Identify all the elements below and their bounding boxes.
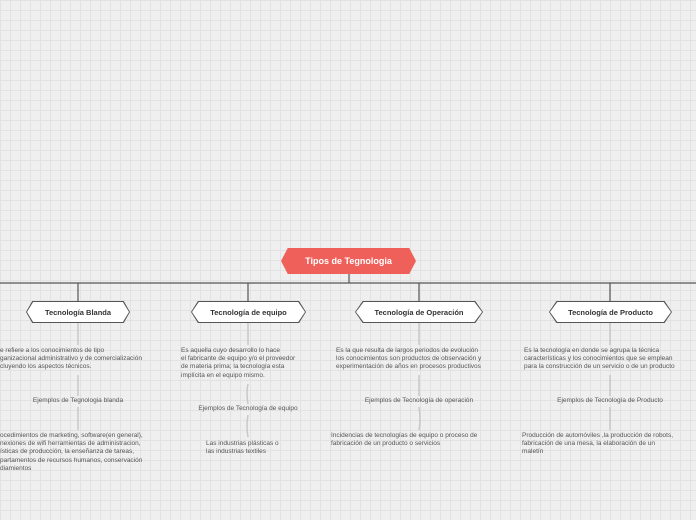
examples-label[interactable]: Ejemplos de Tecnología de operación [364, 397, 474, 404]
examples-text[interactable]: Incidencias de tecnologías de equipo o p… [331, 432, 478, 448]
examples-text[interactable]: ocedimientos de marketing, software(en g… [0, 432, 143, 472]
branch-tecnologia-de-equipo[interactable]: Tecnología de equipo [191, 301, 306, 323]
examples-text[interactable]: Las industrias plásticas o las industria… [206, 440, 279, 456]
examples-text[interactable]: Producción de automóviles ,la producción… [522, 432, 674, 456]
examples-label[interactable]: Ejemplos de Tecnología de Producto [557, 397, 663, 404]
branch-title: Tecnología de Operación [356, 302, 482, 322]
branch-definition[interactable]: Es aquella cuyo desarrollo lo hace el fa… [181, 347, 296, 379]
branch-title: Tecnología de Producto [550, 302, 671, 322]
branch-tecnologia-blanda[interactable]: Tecnología Blanda [26, 301, 130, 323]
branch-definition[interactable]: Es la tecnología en donde se agrupa la t… [524, 347, 675, 371]
branch-tecnologia-de-operacion[interactable]: Tecnología de Operación [355, 301, 483, 323]
examples-label[interactable]: Ejemplos de Tegnologia blanda [32, 397, 124, 404]
root-topic[interactable]: Tipos de Tegnologia [281, 248, 416, 274]
branch-tecnologia-de-producto[interactable]: Tecnología de Producto [549, 301, 672, 323]
branch-title: Tecnología Blanda [27, 302, 129, 322]
branch-definition[interactable]: Es la que resulta de largos periodos de … [336, 347, 482, 371]
branch-title: Tecnología de equipo [192, 302, 305, 322]
branch-definition[interactable]: e refiere a los conocimientos de tipo ga… [0, 347, 142, 371]
examples-label[interactable]: Ejemplos de Tecnología de equipo [198, 405, 298, 412]
